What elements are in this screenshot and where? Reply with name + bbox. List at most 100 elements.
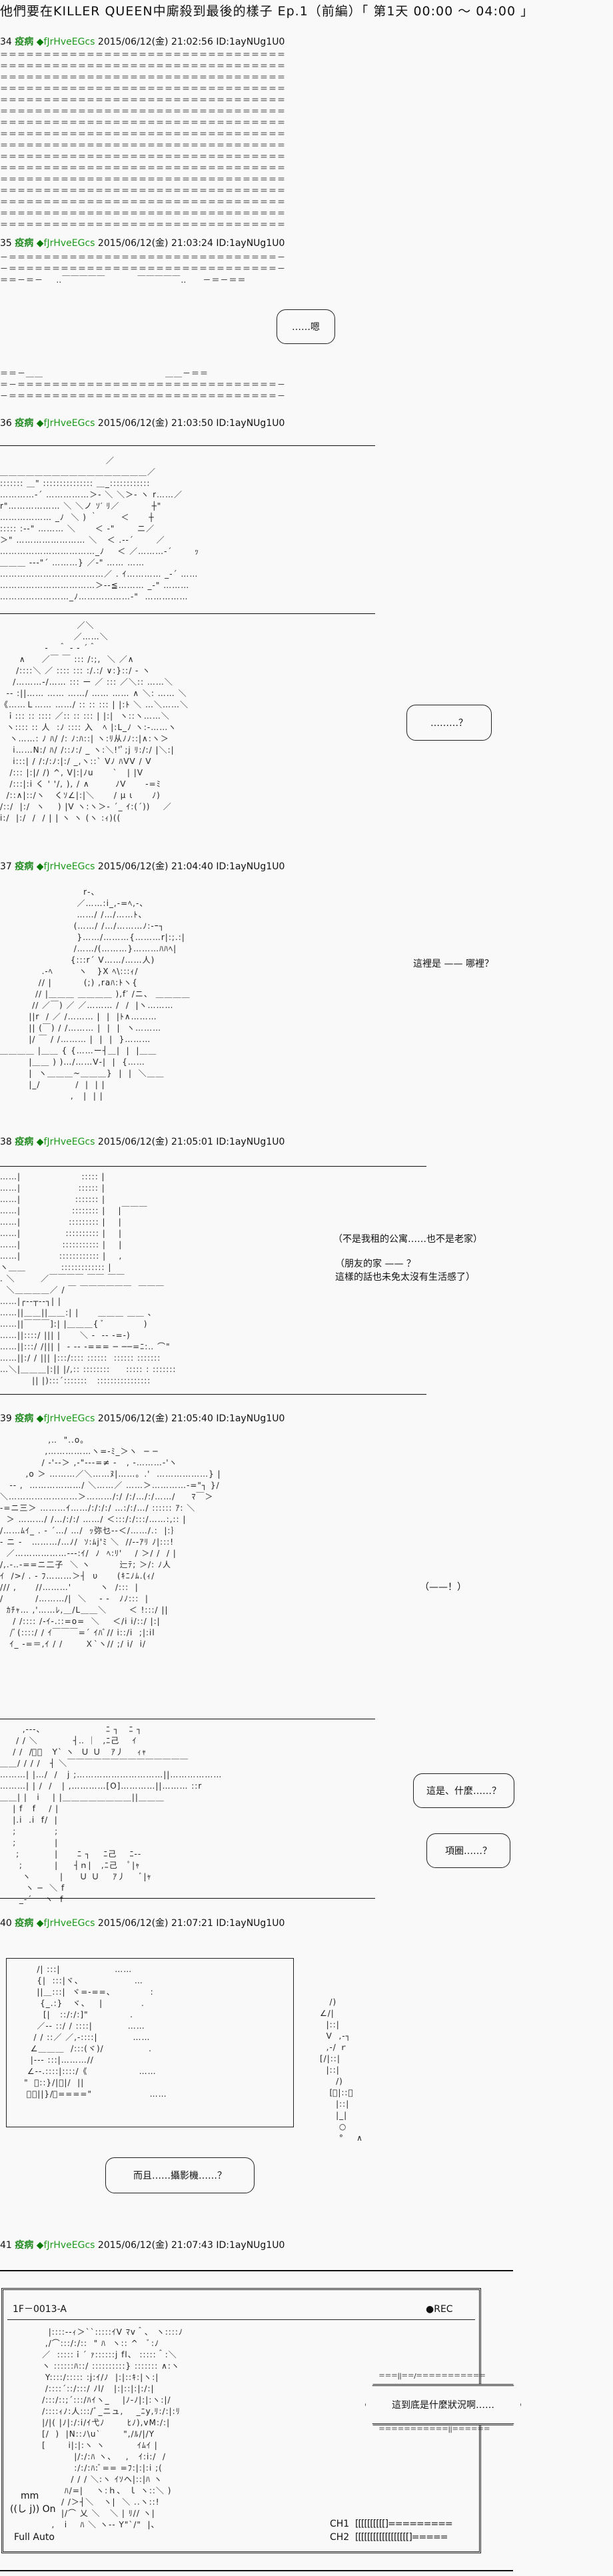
trip-diamond-icon: ◆ [36, 1413, 44, 1424]
dialogue-text: 這裡是 —— 哪裡？ [413, 959, 494, 969]
art-line: /) [320, 2077, 343, 2086]
speech-bubble: 這是、什麼……？ [413, 1773, 514, 1808]
post-number[interactable]: 37 [0, 861, 12, 872]
dialogue-text: ………？ [430, 718, 468, 729]
speech-bubble: 而且……攝影機……？ [105, 2157, 255, 2193]
art-line: ＼＿＿＿＿／ / ￣ ￣￣￣￣￣￣ ￣￣￣ [0, 1285, 165, 1295]
poster-id: ID:1ayNUg1U0 [216, 861, 285, 872]
panel-divider [0, 1394, 426, 1395]
ch1-label: CH1 [330, 2519, 350, 2529]
art-line: / /＞┤＼ ヽ| ＼ ..ヽ::! [26, 2497, 160, 2507]
art-line: ||＿:::| ヾ=-==、 : [8, 1987, 154, 1997]
art-line: Y::::/::::: :j:ｲ/ﾉ |:|::ｷ:|ヽ:| [26, 2373, 159, 2382]
art-line: ＝＝＝＝＝＝＝＝＝＝＝＝＝＝＝＝＝＝＝＝＝＝＝＝＝＝＝＝＝＝＝＝＝ [0, 84, 287, 93]
art-line: ﾞ＿||}/ﾞ====" …… [8, 2089, 167, 2099]
post-header: 41 疫病 ◆fJrHveEGcs 2015/06/12(金) 21:07:43… [0, 2239, 285, 2251]
art-line: /……/(………}………ﾊﾊﾍ| [0, 944, 177, 953]
art-line: ,/⌒:::/:/:: " ﾊ ヽ:: ^ ﾞ:ﾉ [26, 2339, 159, 2348]
art-line: ＞ ………/ /…/:/:/ ……/ ＜:::/:/:::/……:,:: | [0, 1515, 187, 1524]
art-line: ＝＝＝＝＝＝＝＝＝＝＝＝＝＝＝＝＝＝＝＝＝＝＝＝＝＝＝＝＝＝＝＝＝ [0, 107, 287, 116]
post-number[interactable]: 41 [0, 2240, 12, 2251]
art-line: ……………………_ﾉ………………‐" …………… [0, 592, 189, 601]
art-line: /::∧|::/ヽ くｿ∠|:|＼ / μ ι ﾉ) [0, 791, 161, 800]
art-line: ＝－＝＝＝＝＝＝＝＝＝＝＝＝＝＝＝＝＝＝＝＝＝＝＝＝＝＝＝＝＝＝－ [0, 380, 287, 389]
art-line: |/|( |ﾉ|:/:i/ｲ弋ﾉ ﾋﾉ),vM:/:| [26, 2418, 171, 2427]
poster-name[interactable]: 疫病 [15, 1918, 34, 1929]
poster-name[interactable]: 疫病 [15, 1137, 34, 1147]
art-line: [ﾞ|::｢ [320, 2088, 354, 2097]
art-line: ｲ_ ‐=＝,ｲ / / Ｘ`ヽ// ;/ i/ i/ [0, 1639, 147, 1649]
art-line: ……|┌‐-┬‐-┐| | [0, 1297, 61, 1306]
post-number[interactable]: 38 [0, 1137, 12, 1147]
art-line: 《……Ｌ…… ……/ :: :: ::: | |:ﾄ ＼ …＼……＼ [0, 700, 189, 709]
art-line: / / ＼ ┤‥ ｜ ,ﾆ己 ｲ [0, 1736, 137, 1745]
focus-mode: Full Auto [14, 2532, 55, 2543]
speech-bubble: 項圈……？ [426, 1833, 510, 1868]
poster-id: ID:1ayNUg1U0 [216, 37, 285, 47]
panel-divider [0, 2270, 513, 2271]
post-header: 38 疫病 ◆fJrHveEGcs 2015/06/12(金) 21:05:01… [0, 1136, 285, 1148]
art-line: / / / ＼:ヽ ｲｿヘ|::|ﾊ ヽ [26, 2475, 163, 2484]
art-line: i:/ |:/ / / | | ヽ ヽ (ヽ :ｨ)(( [0, 813, 121, 823]
art-line: r"……………… ＼ ＼ノ ｿ′ ﾘ／ ┼" [0, 501, 162, 511]
poster-name[interactable]: 疫病 [15, 1413, 34, 1424]
poster-id: ID:1ayNUg1U0 [216, 418, 285, 429]
dialogue-text: 而且……攝影機……？ [133, 2171, 227, 2181]
art-line: " ﾞ::}/|＿|/ || [8, 2078, 85, 2087]
box-border-bottom: ＝＝＝＝＝＝＝＝＝＝＝||＝＝＝＝＝＝ [378, 2426, 490, 2433]
poster-name[interactable]: 疫病 [15, 37, 34, 47]
art-line: ＝＝＝＝＝＝＝＝＝＝＝＝＝＝＝＝＝＝＝＝＝＝＝＝＝＝＝＝＝＝＝＝＝ [0, 220, 287, 229]
speech-bubble: ……嗯 [277, 309, 335, 344]
poster-name[interactable]: 疫病 [15, 238, 34, 249]
art-line: ／……＼ [0, 632, 109, 641]
art-line: ∠/| [320, 2009, 334, 2018]
poster-id: ID:1ayNUg1U0 [216, 1137, 285, 1147]
poster-name[interactable]: 疫病 [15, 418, 34, 429]
poster-name[interactable]: 疫病 [15, 861, 34, 872]
art-line: / /:::: /‐ｲ-.::=o= ＼ ＜/i i/::/ |:| [0, 1617, 161, 1626]
post-date: 2015/06/12(金) 21:04:40 [97, 861, 213, 872]
art-line: -‐ :||…… …… ……/ …… …… ∧ ＼: …… ＼ [0, 689, 187, 698]
art-line: |-‐‐ :::|………// [8, 2055, 94, 2065]
art-line: ＝＝－＝－ ‥￣￣￣￣￣ ￣￣￣￣￣‥ －＝－＝＝ [0, 275, 247, 285]
post-date: 2015/06/12(金) 21:03:24 [97, 238, 213, 249]
post-number[interactable]: 36 [0, 418, 12, 429]
post-number[interactable]: 40 [0, 1918, 12, 1929]
art-line: ＝＝＝＝＝＝＝＝＝＝＝＝＝＝＝＝＝＝＝＝＝＝＝＝＝＝＝＝＝＝＝＝＝ [0, 141, 287, 150]
art-line: ……/ /…/……ﾄ、 [0, 910, 147, 919]
art-line: . ＼ ／￣￣￣￣ ￣￣ ￣￣ [0, 1274, 125, 1283]
art-line: _‐´ ヽ f [0, 1895, 64, 1904]
poster-trip: fJrHveEGcs [43, 1137, 95, 1147]
art-line: [/ ) |N::ﾉ\u` ",/ﾙ/|/Y [26, 2429, 155, 2439]
art-line: ＝＝＝＝＝＝＝＝＝＝＝＝＝＝＝＝＝＝＝＝＝＝＝＝＝＝＝＝＝＝＝＝＝ [0, 175, 287, 184]
art-line: /) [320, 1997, 337, 2007]
art-line: －＝＝＝＝＝＝＝＝＝＝＝＝＝＝＝＝＝＝＝＝＝＝＝＝＝＝＝＝＝＝＝－ [0, 264, 287, 273]
post-number[interactable]: 34 [0, 37, 12, 47]
panel-divider [0, 2570, 513, 2571]
art-line: | ヽ＿＿＿~＿＿＿} | | ＼＿＿ [0, 1069, 165, 1078]
poster-id: ID:1ayNUg1U0 [216, 1918, 285, 1929]
ch2-label: CH2 [330, 2532, 350, 2543]
art-line: ＝＝＝＝＝＝＝＝＝＝＝＝＝＝＝＝＝＝＝＝＝＝＝＝＝＝＝＝＝＝＝＝＝ [0, 163, 287, 173]
art-line: ……||::::/ ||| | ＼ - -- -=-) [0, 1331, 131, 1340]
post-date: 2015/06/12(金) 21:07:43 [97, 2240, 213, 2251]
art-line: ＿＿/ / / / ┤ ＼￣￣￣￣￣￣￣￣￣￣￣￣￣￣ [0, 1759, 189, 1768]
post-number[interactable]: 39 [0, 1413, 12, 1424]
art-line: , | | | [0, 1091, 103, 1101]
ascii-art-static: －＝＝＝＝＝＝＝＝＝＝＝＝＝＝＝＝＝＝＝＝＝＝＝＝＝＝＝＝＝＝＝－－＝＝＝＝＝＝… [0, 252, 286, 286]
art-line: ∠＿＿＿ /:::(ヾ)/ . [8, 2044, 152, 2053]
trip-diamond-icon: ◆ [36, 2240, 44, 2251]
post-header: 37 疫病 ◆fJrHveEGcs 2015/06/12(金) 21:04:40… [0, 861, 285, 873]
art-line: ……| ::::::::: | | [0, 1217, 122, 1227]
post-number[interactable]: 35 [0, 238, 12, 249]
art-line: ﾊ/=| ヽ:ｈ、 ｌ ヽ::＼ ) [26, 2486, 172, 2495]
art-line: V ,-┐ [320, 2031, 351, 2041]
trip-diamond-icon: ◆ [36, 861, 44, 872]
ascii-art-camera: /| :::| …… {| :::|ヾ、 … ||＿:::| ヾ=-==、 : … [8, 1964, 167, 2100]
poster-name[interactable]: 疫病 [15, 2240, 34, 2251]
art-line: ＝＝－＿＿ ＿＿－＝＝ [0, 369, 209, 378]
art-line: // | (;) ,raﾊ:ﾄヽ{ [0, 978, 138, 987]
ch1-level-meter: [[[[[[[[[[]========= [355, 2519, 453, 2529]
post-header: 36 疫病 ◆fJrHveEGcs 2015/06/12(金) 21:03:50… [0, 417, 285, 429]
art-line: ………| | / / | ,…………[O]…………||……… ::r [0, 1781, 203, 1791]
